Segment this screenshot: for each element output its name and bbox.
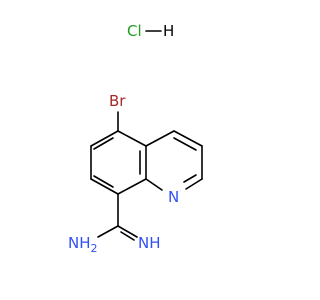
- ring-bond: [117, 178, 147, 195]
- ring-bond: [90, 130, 119, 147]
- structure-diagram: Cl H Br N NH2 NH: [68, 22, 203, 255]
- pyridine-ring: N: [145, 130, 203, 206]
- ring-double-bond: [183, 174, 197, 183]
- c-nh-double-bond: [120, 231, 135, 241]
- benzo-ring: [90, 130, 147, 195]
- imine-label: NH: [138, 234, 161, 252]
- ring-bond: [117, 130, 147, 147]
- c-nh2-bond: [97, 225, 119, 238]
- bromine-label: Br: [109, 92, 126, 110]
- hcl-salt: Cl H: [127, 22, 174, 40]
- c-nh-bond: [117, 225, 138, 238]
- ring-nitrogen-label: N: [168, 188, 179, 206]
- ring-bond: [145, 130, 175, 147]
- ring-bond: [145, 178, 163, 191]
- hydrogen-label: H: [163, 22, 174, 40]
- ring-bond: [173, 130, 203, 147]
- ring-bond: [185, 178, 203, 190]
- amidine-group: NH2 NH: [68, 193, 161, 255]
- ring-double-bond: [173, 137, 197, 151]
- amine-label: NH2: [68, 234, 98, 255]
- ring-bond: [90, 178, 119, 195]
- ring-double-bond: [93, 137, 114, 150]
- ring-double-bond: [93, 175, 114, 188]
- chlorine-label: Cl: [127, 22, 142, 40]
